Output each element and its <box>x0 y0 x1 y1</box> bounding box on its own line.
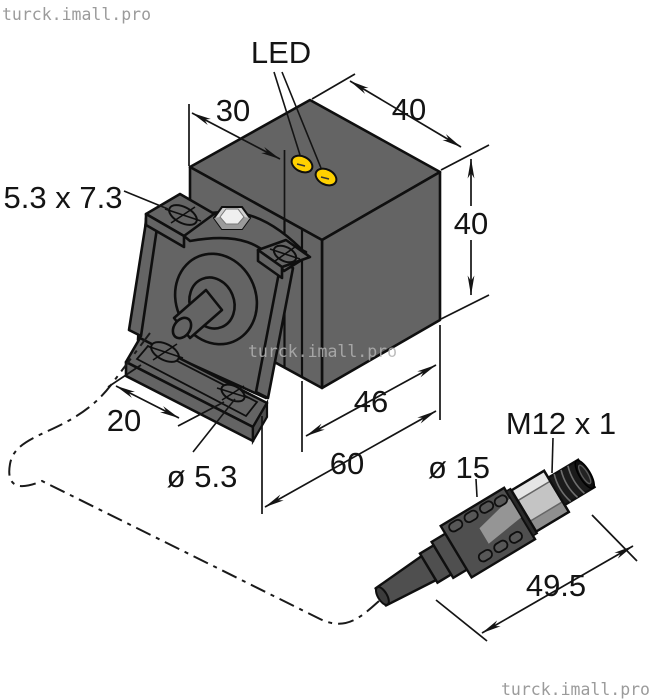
led-1-notch <box>296 163 306 167</box>
foot-slot-left <box>146 341 184 363</box>
dim-30-label: 30 <box>216 93 250 128</box>
watermark-bottom-right: turck.imall.pro <box>501 680 650 699</box>
bracket-flange1-front <box>144 212 186 249</box>
watermark-center: turck.imall.pro <box>248 342 397 361</box>
callout-led: LED <box>251 35 322 169</box>
dim-20-label: 20 <box>107 403 141 438</box>
connector-grip-facet <box>479 498 522 544</box>
foot-slot-right <box>216 383 250 403</box>
bracket-flange2-front <box>256 248 284 280</box>
watermark-top-left: turck.imall.pro <box>2 5 151 24</box>
conn-dia-label: ø 15 <box>428 450 490 485</box>
bracket-hex-nut <box>212 206 252 230</box>
dimension-40-top: 40 <box>311 73 490 171</box>
connector-boot-cap <box>374 586 390 606</box>
mounting-bracket <box>124 192 312 446</box>
cable-centerline <box>8 332 380 625</box>
conn-thread-label: M12 x 1 <box>506 406 616 441</box>
dimension-60: 60 <box>261 410 437 514</box>
sensor-shaft-cap <box>171 316 193 340</box>
callout-conn-thread: M12 x 1 <box>506 406 616 474</box>
flange1-slot <box>164 204 202 226</box>
led-2 <box>314 167 338 187</box>
dimension-40-right: 40 <box>440 158 490 320</box>
dim-49-5-label: 49.5 <box>526 568 586 603</box>
callout-slot-size: 5.3 x 7.3 <box>4 180 169 215</box>
led-1 <box>290 154 314 174</box>
led-indicators <box>290 154 338 187</box>
connector-hex <box>509 469 571 534</box>
slot-size-label: 5.3 x 7.3 <box>4 180 123 215</box>
dimension-30: 30 <box>188 93 286 220</box>
connector-thread-tip <box>546 458 597 507</box>
flange2-slot <box>269 244 301 264</box>
dim-40-right-label: 40 <box>454 206 488 241</box>
callout-hole-dia: ø 5.3 <box>167 398 238 494</box>
dim-40-top-label: 40 <box>392 92 426 127</box>
dimension-49-5: 49.5 <box>435 514 638 642</box>
callout-conn-dia: ø 15 <box>428 450 490 498</box>
led-label: LED <box>251 35 311 70</box>
dim-46-label: 46 <box>354 384 388 419</box>
bracket-foot-rim <box>135 344 259 418</box>
hole-dia-label: ø 5.3 <box>167 459 238 494</box>
dimension-20: 20 <box>107 364 225 438</box>
led-2-notch <box>320 176 330 180</box>
dim-60-label: 60 <box>330 446 364 481</box>
